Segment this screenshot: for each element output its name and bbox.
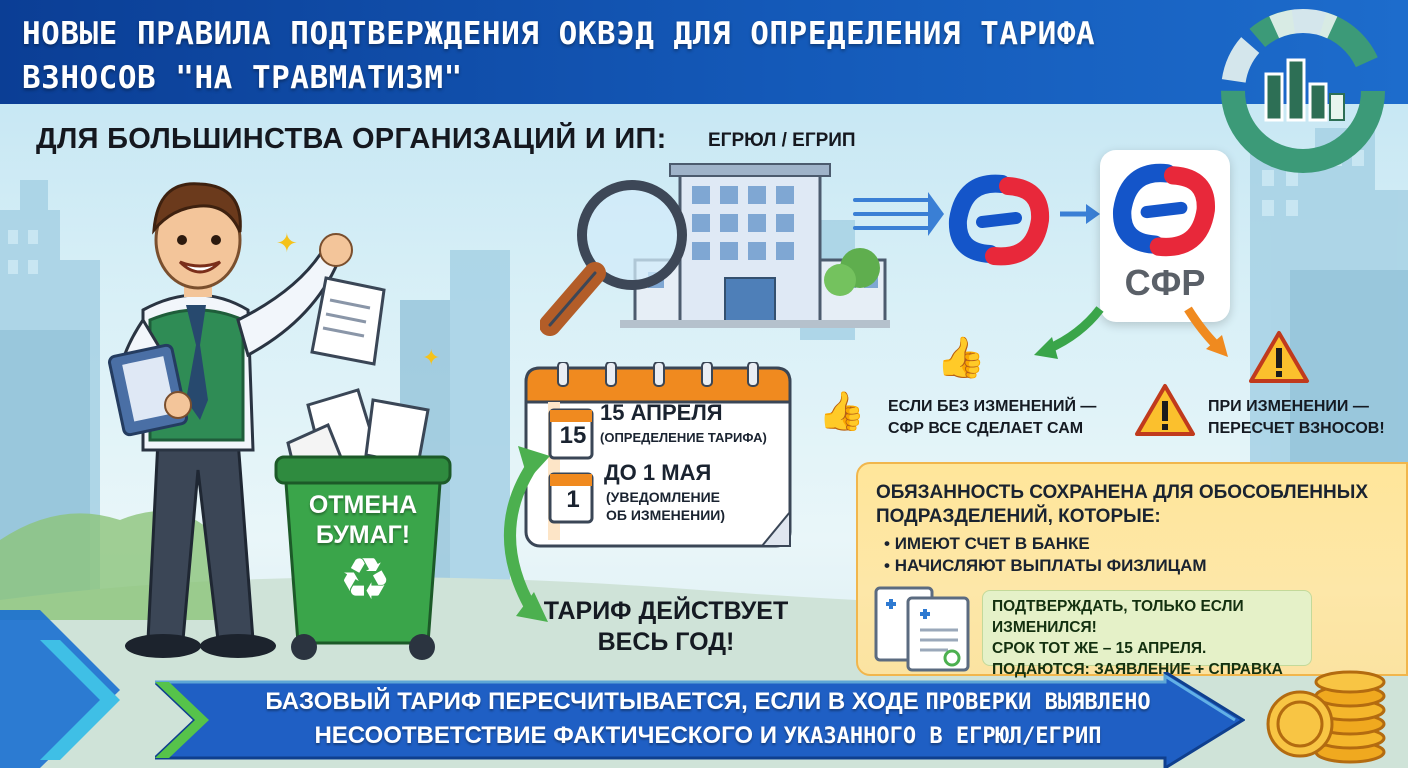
sparkle-icon: ✦ [422, 345, 441, 370]
thumbs-up-icon: 👍 [936, 336, 986, 380]
coins-icon [1266, 670, 1386, 764]
sparkle-icon: ✦ [276, 228, 298, 258]
flow-arrows [853, 192, 1100, 236]
list-item: • ИМЕЮТ СЧЕТ В БАНКЕ [884, 534, 1090, 553]
no-change-label: ЕСЛИ БЕЗ ИЗМЕНЕНИЙ — СФР ВСЕ СДЕЛАЕТ САМ [888, 398, 1097, 437]
registry-label: ЕГРЮЛ / ЕГРИП [708, 130, 856, 151]
note-panel [982, 590, 1312, 666]
recycle-bin-illustration [274, 388, 452, 660]
flying-document-icon [310, 276, 386, 366]
businessman-illustration [107, 182, 353, 658]
calendar-entry-note: (УВЕДОМЛЕНИЕ ОБ ИЗМЕНЕНИИ) [606, 489, 726, 523]
on-change-label: ПРИ ИЗМЕНЕНИИ — ПЕРЕСЧЕТ ВЗНОСОВ! [1208, 398, 1385, 437]
note-text: ПОДТВЕРЖДАТЬ, ТОЛЬКО ЕСЛИ ИЗМЕНИЛСЯ! СРО… [992, 598, 1283, 678]
branch-arrows [1034, 306, 1228, 359]
sfr-label: СФР [1124, 262, 1206, 303]
chart-logo-icon [1221, 9, 1385, 173]
bin-label: ОТМЕНА БУМАГ! [308, 491, 418, 549]
documents-icon [874, 586, 970, 672]
office-building-icon [620, 163, 890, 328]
magnifier-icon [540, 180, 687, 336]
cycle-arrow-icon [503, 446, 550, 622]
header-bar [0, 0, 1408, 104]
section-subtitle: ДЛЯ БОЛЬШИНСТВА ОРГАНИЗАЦИЙ И ИП: [36, 123, 667, 155]
calendar-icon [524, 362, 792, 548]
calendar-day-15: 15 [559, 422, 587, 449]
obligation-title: ОБЯЗАННОСТЬ СОХРАНЕНА ДЛЯ ОБОСОБЛЕННЫХ П… [876, 482, 1369, 527]
list-item: • НАЧИСЛЯЮТ ВЫПЛАТЫ ФИЗЛИЦАМ [884, 556, 1207, 575]
calendar-day-1: 1 [566, 486, 580, 513]
thumbs-up-icon: 👍 [818, 391, 866, 433]
calendar-entry-title: ДО 1 МАЯ [604, 460, 712, 485]
recycle-icon: ♻ [339, 547, 391, 612]
calendar-entry-note: (ОПРЕДЕЛЕНИЕ ТАРИФА) [600, 430, 767, 445]
warning-icon [1135, 384, 1195, 436]
footer-banner [155, 672, 1245, 768]
calendar-entry-title: 15 АПРЕЛЯ [600, 400, 723, 425]
sfr-logo-icon [948, 174, 1050, 266]
page-title: НОВЫЕ ПРАВИЛА ПОДТВЕРЖДЕНИЯ ОКВЭД ДЛЯ ОП… [22, 16, 1096, 96]
footer-text: БАЗОВЫЙ ТАРИФ ПЕРЕСЧИТЫВАЕТСЯ, ЕСЛИ В ХО… [265, 688, 1151, 749]
tariff-note: ТАРИФ ДЕЙСТВУЕТ ВЕСЬ ГОД! [543, 597, 789, 656]
warning-icon [1249, 331, 1309, 383]
sfr-logo-icon [1113, 163, 1215, 257]
